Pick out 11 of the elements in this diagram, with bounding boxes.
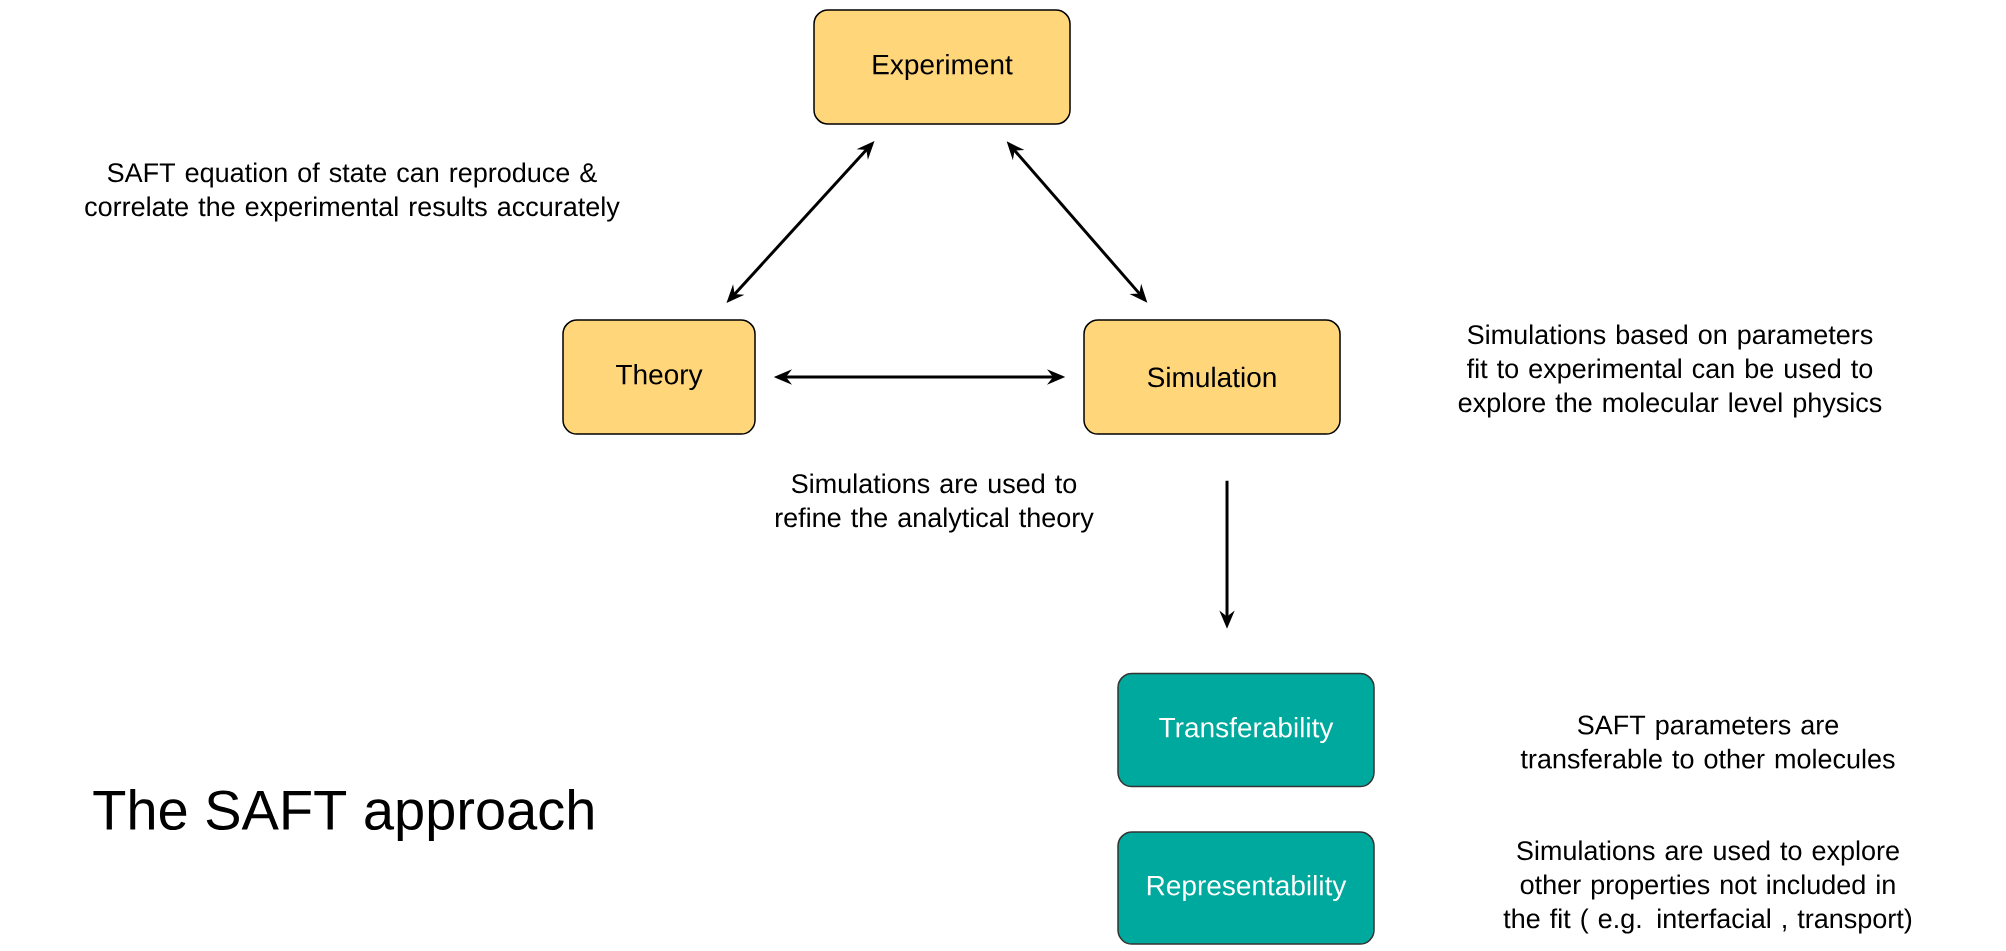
outcome-box: Representability (1117, 831, 1375, 945)
process-box: Theory (562, 319, 756, 435)
description-text: Simulations are used to explore other properties not included in the fit ( e.g. interfacial , transport) (1503, 840, 1912, 934)
outcome-box: Transferability (1117, 672, 1375, 788)
description-text: SAFT equation of state can reproduce & correlate the experimental results accurately (85, 162, 620, 222)
process-box: Simulation (1083, 319, 1341, 435)
description-text: SAFT parameters are transferable to other molecules (1520, 715, 1895, 769)
process-box: Experiment (813, 9, 1071, 125)
title: The SAFT approach (93, 788, 593, 842)
description-text: Simulations are used to refine the analytical theory (775, 473, 1094, 533)
description-text: Simulations based on parameters fit to experimental can be used to explore the molecular level physics (1458, 324, 1882, 418)
